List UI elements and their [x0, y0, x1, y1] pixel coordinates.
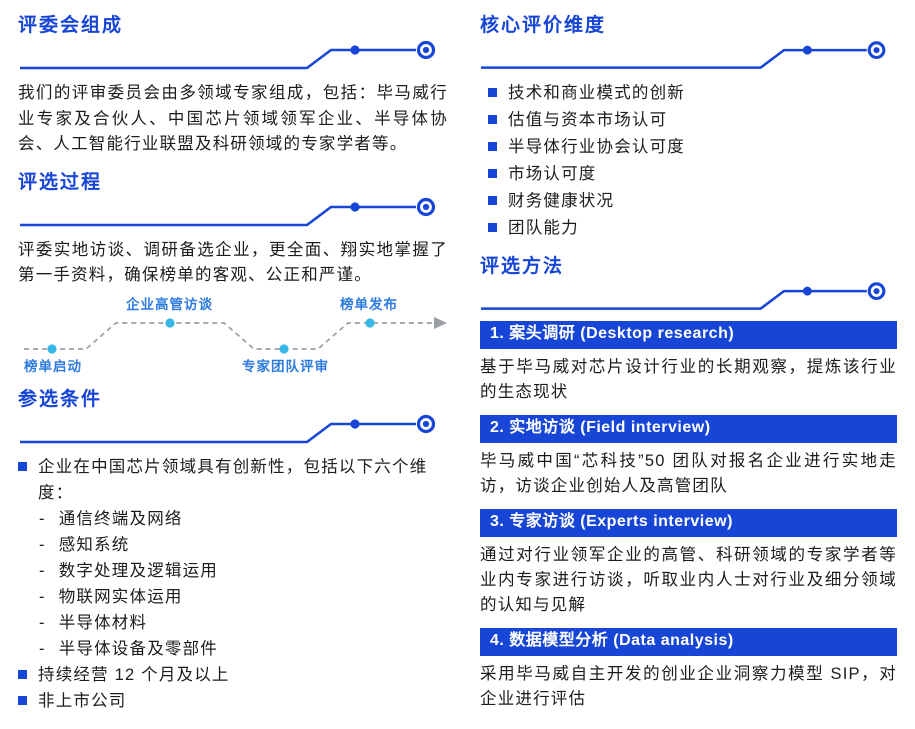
list-item: 团队能力: [488, 215, 897, 242]
core-dimension-text: 市场认可度: [508, 165, 597, 183]
process-node-icon: [47, 343, 57, 354]
method-heading-banner: 3. 专家访谈 (Experts interview): [480, 509, 897, 537]
condition-text: 持续经营 12 个月及以上: [38, 665, 230, 684]
section-title-process: 评选过程: [18, 171, 103, 193]
method-description: 基于毕马威对芯片设计行业的长期观察，提炼该行业的生态现状: [480, 358, 897, 401]
section-core-dimensions: 核心评价维度 技术和商业模式的创新 估值与资本市场认可 半导体行业协会: [480, 14, 897, 242]
process-node-icon: [165, 317, 175, 328]
section-title-methods: 评选方法: [480, 256, 565, 277]
conditions-list: 企业在中国芯片领域具有创新性，包括以下六个维度： 通信终端及网络 感知系统 数字…: [18, 454, 448, 714]
method-description: 通过对行业领军企业的高管、科研领域的专家学者等业内专家进行访谈，听取业内人士对行…: [480, 546, 897, 614]
committee-paragraph: 我们的评审委员会由多领域专家组成，包括：毕马威行业专家及合伙人、中国芯片领域领军…: [18, 84, 448, 153]
square-bullet-icon: [488, 88, 497, 97]
list-item: 财务健康状况: [488, 188, 897, 215]
arrow-right-icon: [434, 316, 447, 329]
process-timeline: 榜单启动 企业高管访谈 专家团队评审 榜单发布: [18, 293, 448, 375]
method-block: 1. 案头调研 (Desktop research) 基于毕马威对芯片设计行业的…: [480, 321, 897, 405]
square-bullet-icon: [488, 223, 497, 232]
method-heading-banner: 1. 案头调研 (Desktop research): [480, 321, 897, 349]
square-bullet-icon: [18, 695, 27, 705]
section-process: 评选过程 评委实地访谈、调研备选企业，更全面、翔实地掌握了第一手资料，确保榜单的…: [18, 171, 448, 375]
dimension-text: 感知系统: [58, 535, 130, 554]
square-bullet-icon: [18, 461, 27, 471]
process-path-icon: [24, 316, 447, 354]
section-title-conditions: 参选条件: [18, 388, 103, 410]
condition-text: 非上市公司: [38, 691, 127, 710]
core-dimension-text: 半导体行业协会认可度: [508, 138, 685, 156]
method-description: 采用毕马威自主开发的创业企业洞察力模型 SIP，对企业进行评估: [480, 665, 897, 708]
dimension-text: 半导体设备及零部件: [58, 639, 219, 658]
dimension-text: 通信终端及网络: [58, 509, 183, 528]
circuit-decoration-icon: [480, 282, 886, 310]
process-step-label: 榜单发布: [340, 296, 398, 312]
method-block: 3. 专家访谈 (Experts interview) 通过对行业领军企业的高管…: [480, 509, 897, 618]
process-node-icon: [365, 317, 375, 328]
square-bullet-icon: [488, 169, 497, 178]
square-bullet-icon: [488, 115, 497, 124]
circuit-decoration-icon: [20, 197, 436, 226]
list-item: 感知系统: [39, 532, 448, 558]
dimension-list: 通信终端及网络 感知系统 数字处理及逻辑运用 物联网实体运用 半导体材料 半导体…: [39, 506, 448, 662]
square-bullet-icon: [18, 669, 27, 679]
list-item: 半导体行业协会认可度: [488, 134, 897, 161]
list-item: 企业在中国芯片领域具有创新性，包括以下六个维度：: [18, 454, 448, 506]
method-block: 2. 实地访谈 (Field interview) 毕马威中国“芯科技”50 团…: [480, 415, 897, 499]
list-item: 数字处理及逻辑运用: [39, 558, 448, 584]
method-block: 4. 数据模型分析 (Data analysis) 采用毕马威自主开发的创业企业…: [480, 628, 897, 712]
list-item: 半导体材料: [39, 610, 448, 636]
dimension-text: 物联网实体运用: [58, 587, 183, 606]
list-item: 非上市公司: [18, 688, 448, 714]
process-step-label: 企业高管访谈: [126, 296, 213, 312]
section-committee: 评委会组成 我们的评审委员会由多领域专家组成，包括：毕马威行业专家及合伙人、中国…: [18, 14, 448, 158]
core-dimensions-list: 技术和商业模式的创新 估值与资本市场认可 半导体行业协会认可度 市场认可度 财务…: [488, 80, 897, 242]
core-dimension-text: 技术和商业模式的创新: [508, 84, 685, 102]
condition-text: 企业在中国芯片领域具有创新性，包括以下六个维度：: [38, 457, 428, 502]
section-conditions: 参选条件 企业在中国芯片领域具有创新性，包括以下六个维度： 通信终端及网络 感知…: [18, 388, 448, 714]
section-methods: 评选方法 1. 案头调研 (Desktop research) 基于毕马威对芯片…: [480, 255, 897, 712]
core-dimension-text: 估值与资本市场认可: [508, 111, 668, 129]
process-paragraph: 评委实地访谈、调研备选企业，更全面、翔实地掌握了第一手资料，确保榜单的客观、公正…: [18, 240, 448, 285]
left-column: 评委会组成 我们的评审委员会由多领域专家组成，包括：毕马威行业专家及合伙人、中国…: [18, 14, 448, 729]
method-heading-banner: 2. 实地访谈 (Field interview): [480, 415, 897, 443]
list-item: 通信终端及网络: [39, 506, 448, 532]
list-item: 半导体设备及零部件: [39, 636, 448, 662]
core-dimension-text: 团队能力: [508, 219, 579, 237]
core-dimension-text: 财务健康状况: [508, 192, 615, 210]
process-step-label: 榜单启动: [24, 358, 82, 374]
list-item: 技术和商业模式的创新: [488, 80, 897, 107]
list-item: 持续经营 12 个月及以上: [18, 662, 448, 688]
method-description: 毕马威中国“芯科技”50 团队对报名企业进行实地走访，访谈企业创始人及高管团队: [480, 452, 897, 495]
process-node-icon: [279, 343, 289, 354]
section-title-committee: 评委会组成: [18, 15, 124, 36]
list-item: 市场认可度: [488, 161, 897, 188]
process-step-label: 专家团队评审: [242, 358, 329, 374]
dimension-text: 数字处理及逻辑运用: [58, 561, 219, 580]
square-bullet-icon: [488, 196, 497, 205]
list-item: 物联网实体运用: [39, 584, 448, 610]
dimension-text: 半导体材料: [58, 613, 148, 632]
circuit-decoration-icon: [480, 41, 886, 69]
circuit-decoration-icon: [20, 414, 436, 443]
method-heading-banner: 4. 数据模型分析 (Data analysis): [480, 628, 897, 656]
list-item: 估值与资本市场认可: [488, 107, 897, 134]
right-column: 核心评价维度 技术和商业模式的创新 估值与资本市场认可 半导体行业协会: [480, 14, 897, 729]
circuit-decoration-icon: [20, 40, 436, 70]
square-bullet-icon: [488, 142, 497, 151]
section-title-core-dimensions: 核心评价维度: [480, 15, 607, 36]
